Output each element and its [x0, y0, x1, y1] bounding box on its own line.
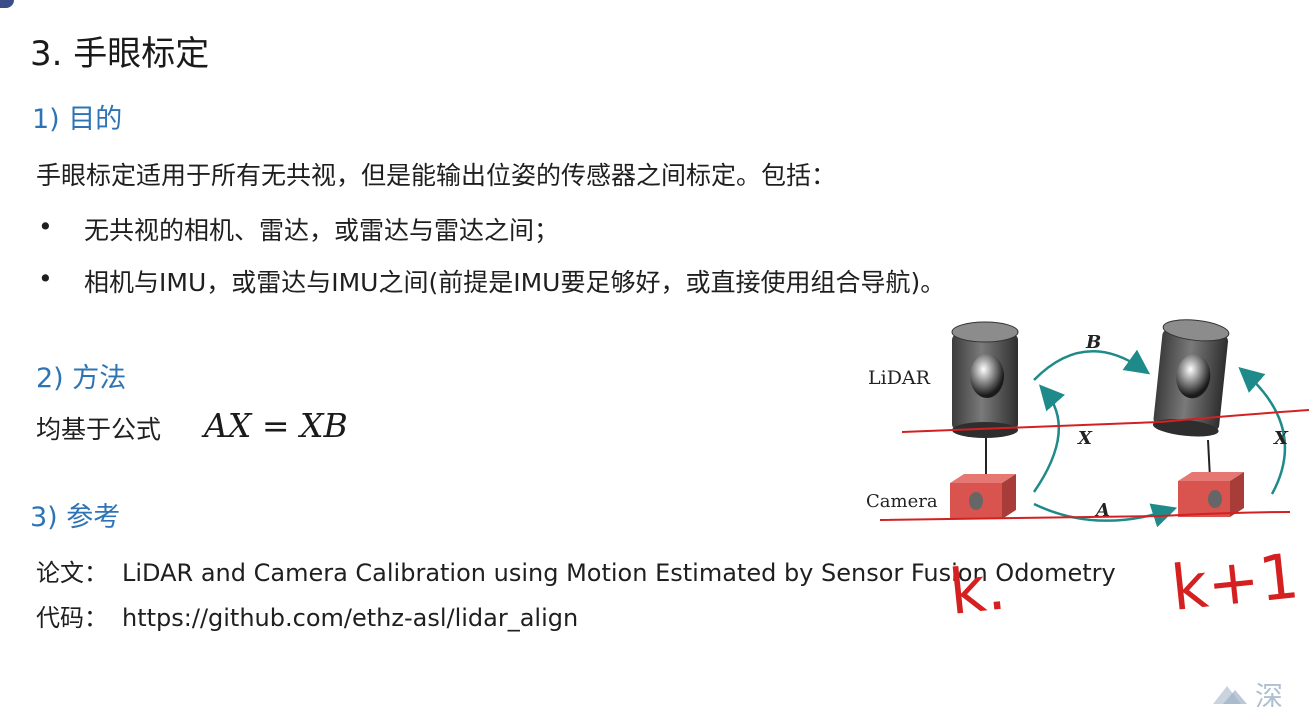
calibration-figure: LiDAR Camera B X X A k. k+1 — [866, 319, 1309, 629]
camera-sensor-left — [950, 474, 1016, 519]
page-title: 3. 手眼标定 — [30, 34, 210, 74]
handwritten-line-top — [901, 409, 1309, 433]
arrow-x-right-label: X — [1273, 428, 1289, 449]
section-heading-purpose: 1) 目的 — [32, 104, 123, 135]
arrow-x-right — [1238, 367, 1287, 495]
arrow-x-left-label: X — [1077, 428, 1093, 449]
method-label: 均基于公式 — [36, 415, 162, 444]
paper-label: 论文： — [36, 559, 108, 587]
bullet-item: 无共视的相机、雷达，或雷达与雷达之间； — [84, 216, 560, 245]
watermark-text: 深 — [1255, 680, 1283, 707]
watermark-logo: 深 — [1213, 680, 1283, 707]
lidar-sensor-left — [951, 321, 1019, 438]
code-label: 代码： — [36, 604, 108, 632]
code-reference: 代码： https://github.com/ethz-asl/lidar_ali… — [36, 598, 578, 633]
handwritten-line-bottom — [879, 511, 1291, 521]
handwritten-k: k. — [946, 551, 1009, 629]
arrow-a — [1033, 502, 1178, 528]
corner-mark — [0, 0, 14, 8]
lidar-label: LiDAR — [868, 367, 931, 389]
bullet-marker: • — [38, 212, 53, 241]
camera-sensor-right — [1178, 472, 1244, 517]
arrow-b-label: B — [1085, 332, 1101, 353]
bullet-item: 相机与IMU，或雷达与IMU之间(前提是IMU要足够好，或直接使用组合导航)。 — [84, 268, 946, 297]
paper-reference: 论文： LiDAR and Camera Calibration using Mo… — [36, 553, 1116, 588]
lidar-sensor-right — [1152, 319, 1230, 437]
arrow-x-left — [1032, 384, 1065, 493]
arrow-b — [1033, 349, 1151, 381]
paper-title: LiDAR and Camera Calibration using Motio… — [122, 559, 1116, 587]
handwritten-k-plus-1: k+1 — [1168, 539, 1302, 625]
section-heading-method: 2) 方法 — [36, 363, 127, 394]
arrow-a-label: A — [1094, 500, 1110, 521]
camera-label: Camera — [866, 491, 938, 512]
purpose-intro: 手眼标定适用于所有无共视，但是能输出位姿的传感器之间标定。包括： — [36, 161, 837, 190]
section-heading-reference: 3) 参考 — [30, 502, 121, 533]
code-link[interactable]: https://github.com/ethz-asl/lidar_align — [122, 604, 579, 632]
formula: AX = XB — [204, 406, 348, 445]
bullet-marker: • — [38, 264, 53, 293]
